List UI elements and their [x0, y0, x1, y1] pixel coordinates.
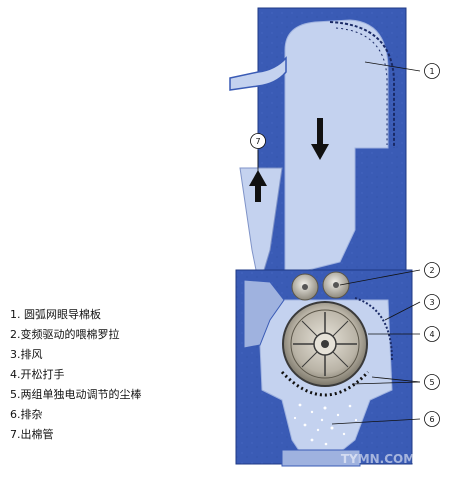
- arc-mesh-guide-plate: [329, 21, 395, 148]
- downward-flow-arrow: [311, 118, 329, 160]
- callout-4: 4: [424, 326, 440, 342]
- legend: 1. 圆弧网眼导棉板 2.变频驱动的喂棉罗拉 3.排风 4.开松打手 5.两组单…: [10, 305, 210, 445]
- svg-text:7: 7: [255, 137, 260, 146]
- legend-item-3: 3.排风: [10, 348, 43, 361]
- legend-item-7: 7.出棉管: [10, 428, 54, 441]
- feed-rollers: [291, 271, 350, 301]
- legend-item-1: 1. 圆弧网眼导棉板: [10, 308, 101, 321]
- upward-flow-arrow-shaft: [255, 182, 261, 202]
- callout-2: 2: [424, 262, 440, 278]
- svg-text:5: 5: [429, 378, 434, 387]
- waste-debris: [293, 403, 358, 446]
- upward-flow-arrow: [249, 170, 267, 186]
- callout-1: 1: [424, 63, 440, 79]
- svg-text:1: 1: [429, 67, 434, 76]
- exhaust-mesh: [354, 297, 393, 361]
- callout-5: 5: [424, 374, 440, 390]
- legend-item-4: 4.开松打手: [10, 368, 65, 381]
- callout-3: 3: [424, 294, 440, 310]
- opening-beater: [282, 301, 368, 387]
- svg-text:6: 6: [429, 415, 434, 424]
- leader-lines: [257, 61, 421, 425]
- inlet-pipe: [229, 56, 287, 91]
- svg-text:天元纺织网: 天元纺织网: [348, 470, 408, 485]
- legend-item-2: 2.变频驱动的喂棉罗拉: [10, 328, 120, 341]
- svg-text:3: 3: [429, 298, 434, 307]
- svg-text:TYMN.COM: TYMN.COM: [341, 452, 415, 466]
- watermark: TYMN.COM 天元纺织网: [341, 452, 415, 485]
- svg-text:4: 4: [429, 330, 434, 339]
- callout-6: 6: [424, 411, 440, 427]
- callout-7: 7: [250, 133, 266, 149]
- legend-item-5: 5.两组单独电动调节的尘棒: [10, 388, 142, 401]
- legend-item-6: 6.排杂: [10, 408, 43, 421]
- grid-bars: [280, 370, 370, 397]
- upper-housing: [257, 7, 407, 304]
- svg-text:2: 2: [429, 266, 434, 275]
